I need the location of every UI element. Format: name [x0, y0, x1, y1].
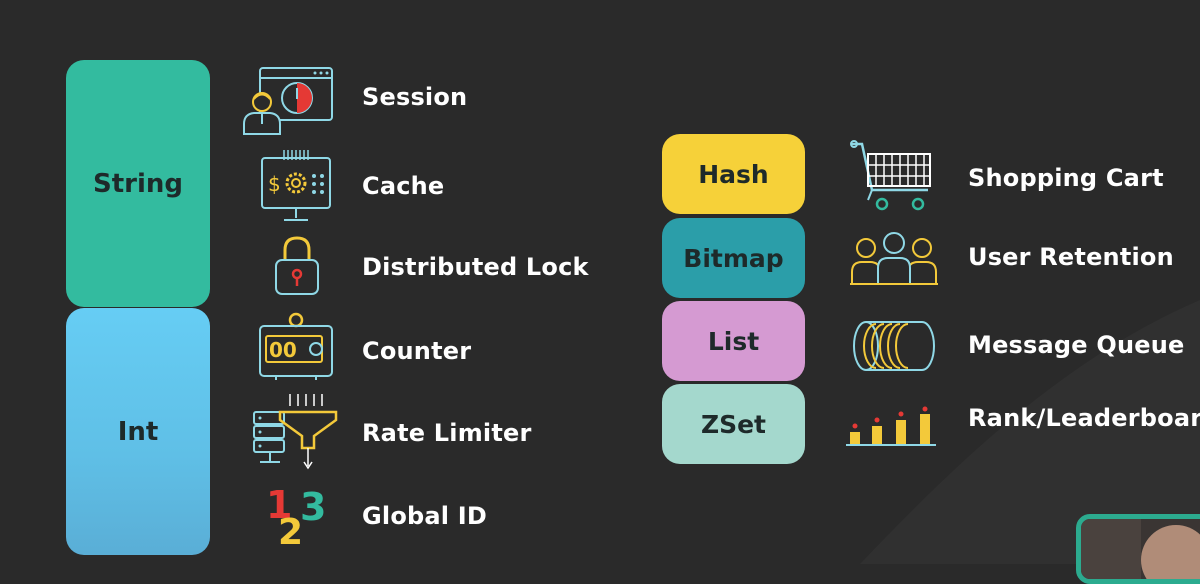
counter-label: Counter — [362, 337, 472, 365]
svg-text:2: 2 — [278, 512, 303, 548]
hash-type-block: Hash — [662, 134, 805, 214]
server-gear-icon: $ — [261, 150, 331, 221]
user-group-icon — [850, 232, 938, 285]
zset-type-block: ZSet — [662, 384, 805, 464]
shopping-cart-icon — [850, 140, 931, 211]
numbers-123-icon: 1 2 3 — [266, 483, 326, 548]
session-label: Session — [362, 83, 468, 111]
cache-label: Cache — [362, 172, 445, 200]
list-type-block: List — [662, 301, 805, 381]
bar-ranking-icon — [846, 406, 936, 446]
shopping-cart-label: Shopping Cart — [968, 164, 1164, 192]
int-type-block: Int — [66, 308, 210, 555]
hash-type-label: Hash — [698, 159, 769, 189]
list-type-label: List — [707, 326, 760, 356]
server-funnel-icon — [253, 394, 338, 470]
cylinder-queue-icon — [853, 321, 935, 371]
presenter-video-thumbnail — [1076, 514, 1200, 584]
svg-text:00: 00 — [269, 338, 297, 362]
global-id-label: Global ID — [362, 502, 488, 530]
presenter-face — [1141, 525, 1200, 579]
distributed-lock-label: Distributed Lock — [362, 253, 589, 281]
message-queue-label: Message Queue — [968, 331, 1185, 359]
svg-text:1: 1 — [266, 483, 292, 527]
string-type-label: String — [92, 168, 183, 199]
background-curve — [0, 0, 1200, 564]
string-type-block: String — [66, 60, 210, 307]
rate-limiter-label: Rate Limiter — [362, 419, 532, 447]
svg-text:3: 3 — [300, 485, 326, 529]
counter-display-icon: 00 — [259, 312, 333, 380]
video-background — [1081, 519, 1141, 579]
leaderboard-label: Rank/Leaderboard — [968, 404, 1200, 432]
svg-text:$: $ — [268, 172, 281, 196]
int-type-label: Int — [117, 416, 159, 447]
bitmap-type-label: Bitmap — [683, 243, 784, 273]
zset-type-label: ZSet — [700, 409, 767, 439]
bitmap-type-block: Bitmap — [662, 218, 805, 298]
session-user-clock-icon — [243, 67, 333, 135]
user-retention-label: User Retention — [968, 243, 1174, 271]
padlock-icon — [275, 236, 319, 295]
